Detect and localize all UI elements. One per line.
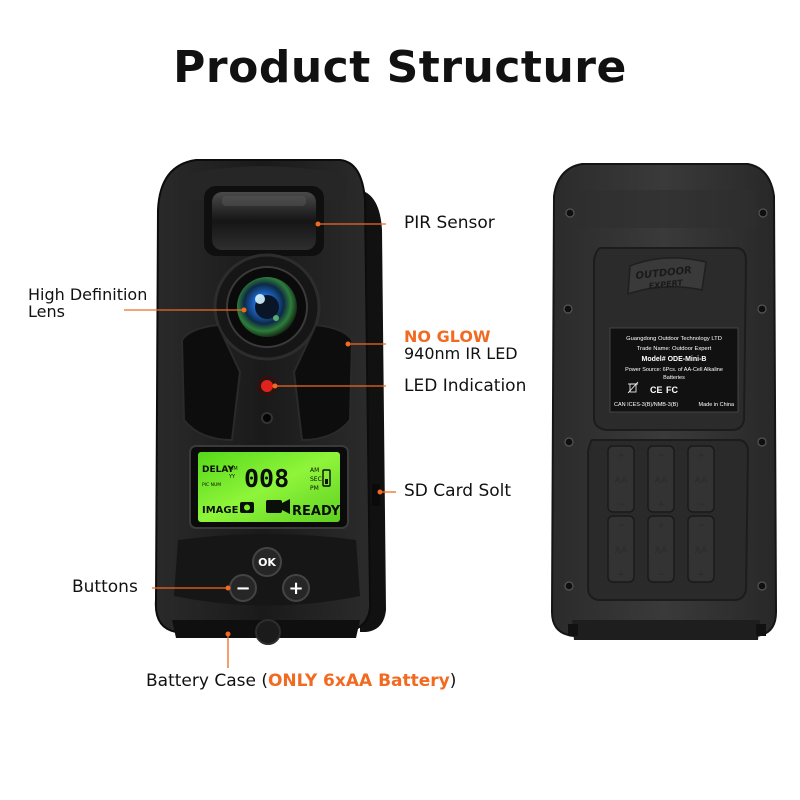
- battery-aa-label: AA: [655, 546, 668, 556]
- battery-polarity-bottom: −: [657, 570, 665, 580]
- lcd-mm: MM: [229, 466, 238, 472]
- sd-card-slot: [372, 484, 380, 506]
- battery-slots: + AA − − AA + + AA − − AA + + AA − − AA +: [607, 445, 715, 583]
- hd-lens-label: High Definition Lens: [28, 286, 147, 320]
- battery-level-icon: [322, 469, 331, 487]
- svg-text:EXPERT: EXPERT: [648, 278, 684, 291]
- ce-mark: CE: [650, 385, 663, 395]
- battery-polarity-top: +: [617, 451, 625, 461]
- pir-sensor: [204, 186, 324, 256]
- battery-aa-label: AA: [695, 476, 708, 486]
- svg-text:Guangdong Outdoor Technology L: Guangdong Outdoor Technology LTD: [626, 336, 722, 342]
- battery-polarity-bottom: −: [617, 500, 625, 510]
- no-glow-label: NO GLOW: [404, 327, 491, 346]
- video-icon: [266, 499, 290, 514]
- minus-button[interactable]: −: [229, 574, 257, 602]
- battery-polarity-top: −: [697, 521, 705, 531]
- hd-lens: [213, 253, 321, 361]
- svg-text:Batteries: Batteries: [663, 375, 685, 381]
- battery-aa-label: AA: [615, 476, 628, 486]
- pir-sensor-label: PIR Sensor: [404, 213, 495, 233]
- lcd-pm: PM: [310, 485, 319, 492]
- battery-slot: + AA −: [607, 445, 635, 513]
- battery-case-prefix: Battery Case (: [146, 671, 268, 691]
- battery-polarity-top: +: [697, 451, 705, 461]
- fc-mark: FC: [666, 385, 678, 395]
- svg-text:+: +: [288, 578, 303, 599]
- lcd-delay: DELAY: [202, 465, 234, 475]
- page-title: Product Structure: [173, 42, 627, 93]
- back-bottom-hinge: [572, 620, 760, 640]
- camera-icon: [240, 502, 254, 513]
- hd-lens-label-line1: High Definition: [28, 285, 148, 304]
- battery-case-suffix: ): [449, 671, 457, 691]
- battery-aa-label: AA: [655, 476, 668, 486]
- battery-polarity-bottom: −: [697, 500, 705, 510]
- sd-card-slot-label: SD Card Solt: [404, 481, 512, 501]
- battery-aa-label: AA: [615, 546, 628, 556]
- battery-polarity-top: −: [657, 451, 665, 461]
- battery-slot: − AA +: [647, 445, 675, 513]
- svg-text:Trade Name: Outdoor Expert: Trade Name: Outdoor Expert: [637, 346, 712, 352]
- battery-polarity-bottom: +: [657, 500, 665, 510]
- lcd-ready: READY: [292, 504, 341, 519]
- battery-slot: − AA +: [607, 515, 635, 583]
- lcd-image-label: IMAGE :: [202, 505, 246, 516]
- ir-led-label: NO GLOW 940nm IR LED: [404, 328, 518, 362]
- battery-case-accent: ONLY 6xAA Battery: [267, 671, 450, 691]
- callout-lines: [124, 223, 396, 668]
- battery-slot: − AA +: [687, 515, 715, 583]
- ir-led-panel-right: [292, 323, 354, 442]
- lcd-sec: SEC: [310, 476, 322, 483]
- front-camera: DELAY MM YY PIC NUM 008 AM SEC PM IMAGE …: [154, 159, 386, 645]
- lcd-am: AM: [310, 467, 319, 474]
- battery-case-label: Battery Case (ONLY 6xAA Battery): [146, 672, 456, 691]
- svg-text:−: −: [235, 578, 250, 599]
- light-sensor: [261, 412, 273, 424]
- battery-polarity-top: +: [657, 521, 665, 531]
- buttons-label: Buttons: [72, 577, 138, 597]
- battery-slot: + AA −: [687, 445, 715, 513]
- ir-led-spec: 940nm IR LED: [404, 344, 518, 363]
- lcd-yy: YY: [228, 474, 236, 480]
- battery-polarity-bottom: +: [617, 570, 625, 580]
- battery-aa-label: AA: [695, 546, 708, 556]
- svg-text:Power Source: 6Pcs. of AA-Cel: Power Source: 6Pcs. of AA-Cell Alkaline: [625, 367, 723, 373]
- led-indicator: [261, 380, 273, 392]
- callout-dots: [225, 221, 383, 637]
- battery-polarity-top: −: [617, 521, 625, 531]
- svg-text:Model# ODE-Mini-B: Model# ODE-Mini-B: [642, 356, 707, 363]
- lcd-pic-num: PIC NUM: [202, 482, 221, 488]
- svg-text:CAN ICES-3(B)/NMB-3(B): CAN ICES-3(B)/NMB-3(B): [614, 402, 678, 408]
- battery-slot: + AA −: [647, 515, 675, 583]
- weee-bin-icon: [627, 381, 639, 394]
- outdoor-expert-logo: OUTDOOR EXPERT: [627, 257, 707, 296]
- battery-polarity-bottom: +: [697, 570, 705, 580]
- ok-button[interactable]: OK: [252, 547, 282, 577]
- screw-holes: [563, 208, 768, 591]
- led-indication-label: LED Indication: [404, 376, 527, 396]
- product-info-label: Guangdong Outdoor Technology LTD Trade N…: [609, 327, 739, 413]
- ir-led-panel-left: [180, 323, 242, 442]
- plus-button[interactable]: +: [282, 574, 310, 602]
- svg-text:Made in China: Made in China: [699, 402, 735, 408]
- lcd-screen: [198, 452, 340, 522]
- lcd-digits: 008: [244, 464, 289, 493]
- svg-text:OK: OK: [258, 556, 276, 569]
- hd-lens-label-line2: Lens: [28, 302, 65, 321]
